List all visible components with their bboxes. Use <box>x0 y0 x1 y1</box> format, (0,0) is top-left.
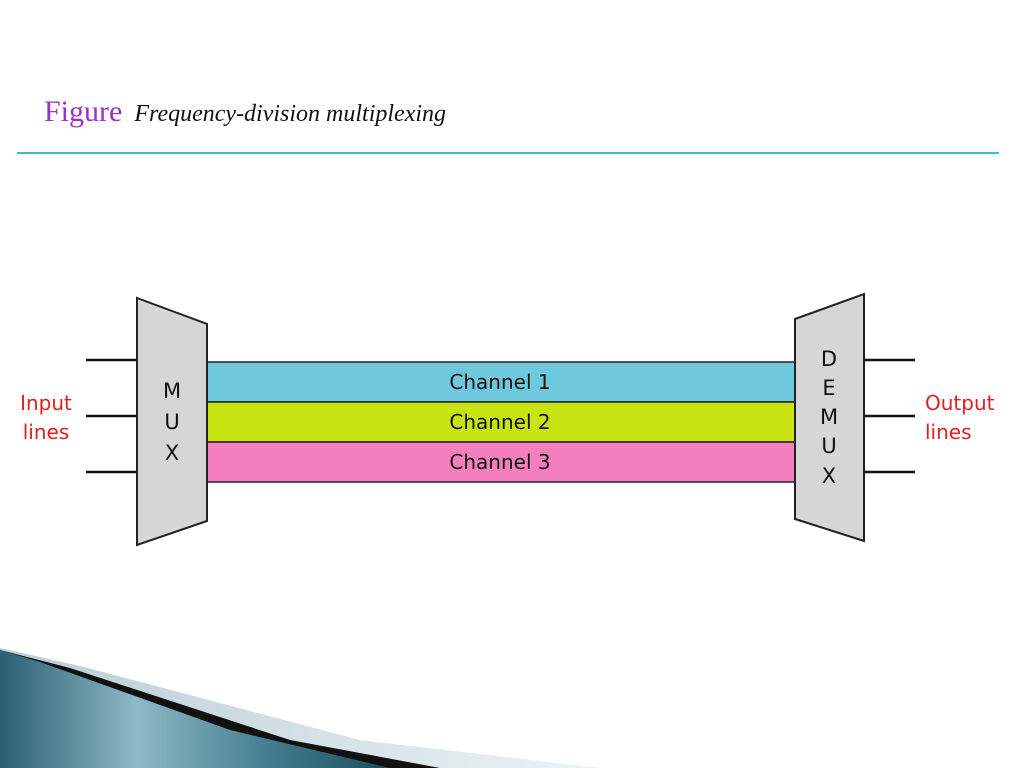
demux-letter-4: U <box>821 434 836 458</box>
slide-title: Figure Frequency-division multiplexing <box>44 94 446 127</box>
mux-letter-3: X <box>165 441 179 465</box>
channel-label-3: Channel 3 <box>449 450 550 474</box>
channel-label-2: Channel 2 <box>449 410 550 434</box>
input-label-line-1: Input <box>20 391 72 415</box>
mux-letter-2: U <box>164 410 179 434</box>
demux-letter-3: M <box>820 405 838 429</box>
title-divider <box>17 152 999 154</box>
output-label-line-2: lines <box>925 420 972 444</box>
input-lines <box>86 358 138 474</box>
title-figure-word: Figure <box>44 95 123 128</box>
output-label-line-1: Output <box>925 391 995 415</box>
input-label-line-2: lines <box>23 420 70 444</box>
title-caption: Frequency-division multiplexing <box>134 101 447 127</box>
channel-label-1: Channel 1 <box>449 370 550 394</box>
demux-block <box>794 292 865 543</box>
demux-letter-2: E <box>822 376 835 400</box>
demux-letter-5: X <box>822 464 836 488</box>
mux-block <box>136 296 208 547</box>
mux-letter-1: M <box>163 379 181 403</box>
output-lines <box>863 358 915 474</box>
swoosh-teal-band <box>0 650 390 768</box>
demux-letter-1: D <box>821 347 837 371</box>
